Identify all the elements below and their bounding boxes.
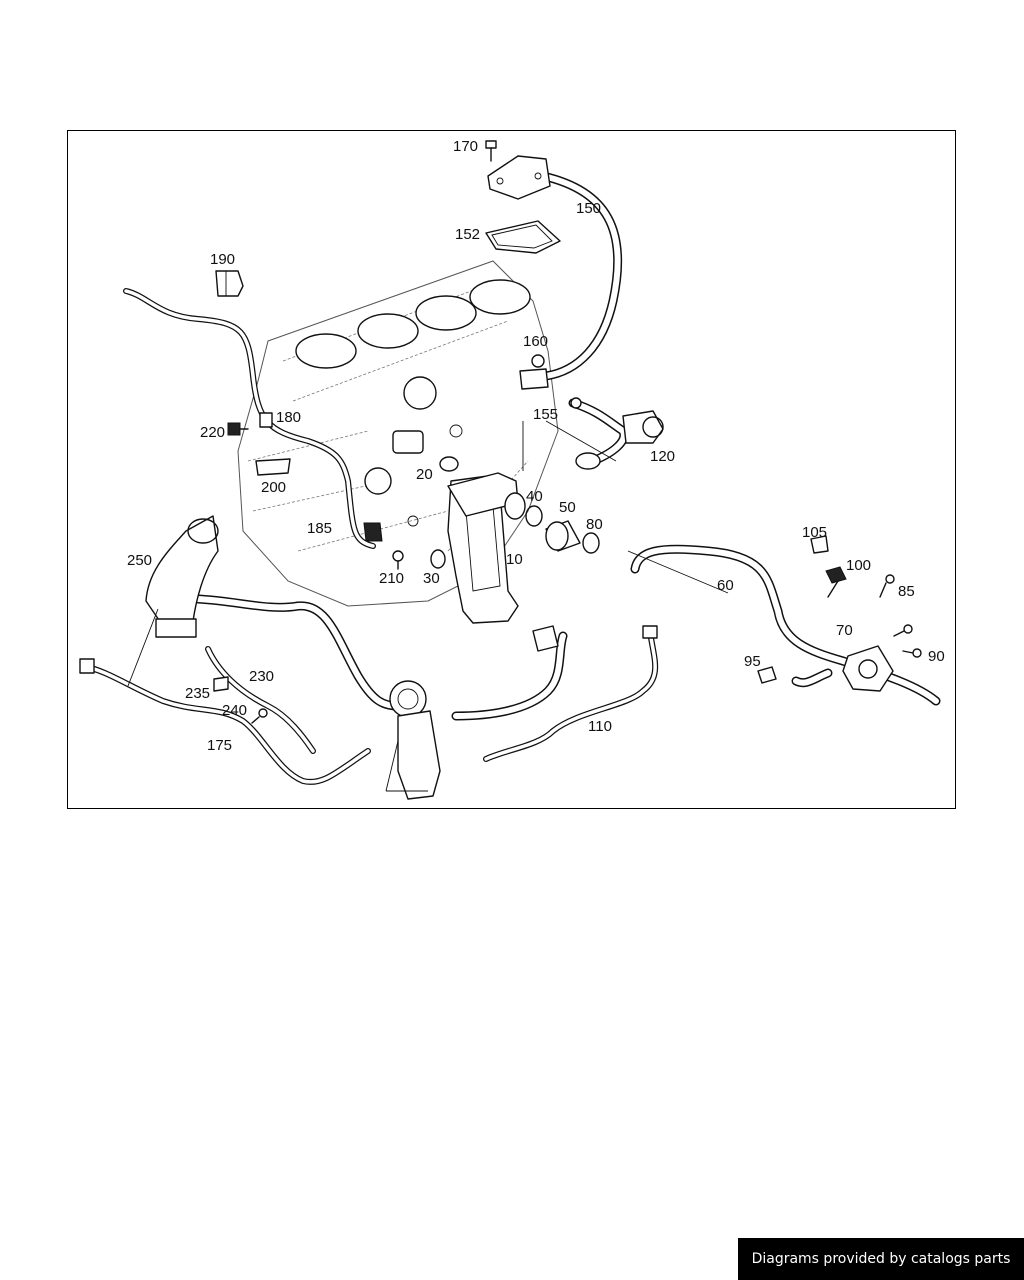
callout-50: 50 (559, 499, 576, 516)
callout-150: 150 (576, 200, 601, 217)
parts-diagram-frame: 170 150 152 190 160 180 155 220 120 20 2… (67, 130, 956, 809)
part-10-oil-cooler (447, 472, 526, 624)
part-100-sensor (825, 566, 847, 598)
callout-235: 235 (185, 685, 210, 702)
callout-95: 95 (744, 653, 761, 670)
callout-250: 250 (127, 552, 152, 569)
callout-100: 100 (846, 557, 871, 574)
part-30-o-ring (430, 549, 446, 569)
callout-155: 155 (533, 406, 558, 423)
callout-labels: 170 150 152 190 160 180 155 220 120 20 2… (127, 138, 945, 754)
part-170-bolt (485, 140, 497, 162)
part-200-clamp (255, 458, 291, 476)
callout-230: 230 (249, 668, 274, 685)
part-220-screw (227, 422, 249, 436)
credit-text: Diagrams provided by catalogs parts (751, 1251, 1011, 1267)
callout-85: 85 (898, 583, 915, 600)
part-185-sensor (363, 522, 383, 542)
callout-185: 185 (307, 520, 332, 537)
callout-152: 152 (455, 226, 480, 243)
part-175-pipe (79, 658, 371, 785)
part-95-clip (757, 666, 777, 684)
part-60-coolant-hose (630, 544, 941, 706)
callout-240: 240 (222, 702, 247, 719)
callout-80: 80 (586, 516, 603, 533)
part-20-o-ring (439, 456, 459, 472)
callout-200: 200 (261, 479, 286, 496)
callout-175: 175 (207, 737, 232, 754)
callout-210: 210 (379, 570, 404, 587)
part-70-thermostat-housing (842, 645, 894, 692)
part-210-bolt (392, 550, 404, 570)
callout-60: 60 (717, 577, 734, 594)
part-230-pipe (205, 646, 316, 754)
part-155-clamp (570, 397, 582, 409)
leader-lines (127, 420, 729, 792)
callout-40: 40 (526, 488, 543, 505)
callout-120: 120 (650, 448, 675, 465)
callout-110: 110 (588, 718, 612, 735)
part-90-bolts (893, 624, 922, 658)
part-120-hose (568, 398, 664, 470)
part-50-filter-insert (545, 520, 581, 552)
cylinder-bores (295, 279, 531, 369)
water-pump-assembly (193, 594, 568, 800)
callout-160: 160 (523, 333, 548, 350)
part-150-upper-coolant-hose (487, 155, 623, 381)
part-160-fitting (519, 354, 549, 390)
part-190-clip (215, 270, 244, 297)
part-240-bolt (251, 708, 268, 724)
callout-190: 190 (210, 251, 235, 268)
callout-180: 180 (276, 409, 301, 426)
callout-10: 10 (506, 551, 523, 568)
part-80-o-ring (582, 532, 600, 554)
credit-badge: Diagrams provided by catalogs parts (738, 1238, 1024, 1280)
part-40-o-ring (525, 505, 543, 527)
callout-20: 20 (416, 466, 433, 483)
callout-170: 170 (453, 138, 478, 155)
part-180-pipe (123, 288, 376, 549)
callout-30: 30 (423, 570, 440, 587)
exploded-parts-diagram: 170 150 152 190 160 180 155 220 120 20 2… (79, 138, 945, 800)
part-105-clip (810, 535, 829, 554)
part-235-clamp (213, 676, 229, 692)
part-250-air-duct (145, 515, 219, 638)
part-110-pipe (483, 625, 659, 762)
callout-70: 70 (836, 622, 853, 639)
callout-90: 90 (928, 648, 945, 665)
part-152-gasket (485, 220, 561, 254)
callout-220: 220 (200, 424, 225, 441)
part-85-bolt (879, 574, 895, 598)
callout-105: 105 (802, 524, 827, 541)
